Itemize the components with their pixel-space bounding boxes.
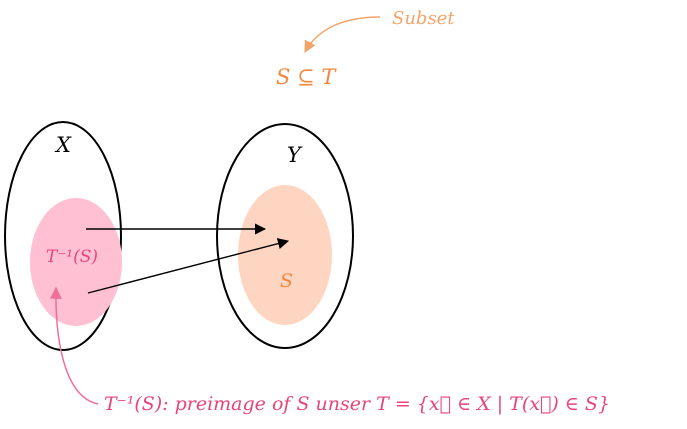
preimage-callout-arrow — [49, 286, 99, 405]
domain-set-label: X — [54, 133, 72, 157]
codomain-set-label: Y — [287, 143, 303, 167]
codomain-set-y — [216, 123, 354, 349]
subset-s-region — [238, 185, 332, 325]
domain-set-x — [4, 121, 122, 351]
subset-s-label: S — [280, 270, 293, 292]
subset-relation: S ⊆ T — [276, 65, 337, 89]
subset-callout-arrow — [304, 16, 381, 54]
mapping-arrow-lower — [87, 238, 290, 294]
subset-callout-label: Subset — [392, 8, 455, 29]
preimage-definition: T⁻¹(S): preimage of S unser T = {x⃗ ∈ X … — [104, 393, 610, 415]
preimage-label: T⁻¹(S) — [46, 247, 98, 267]
